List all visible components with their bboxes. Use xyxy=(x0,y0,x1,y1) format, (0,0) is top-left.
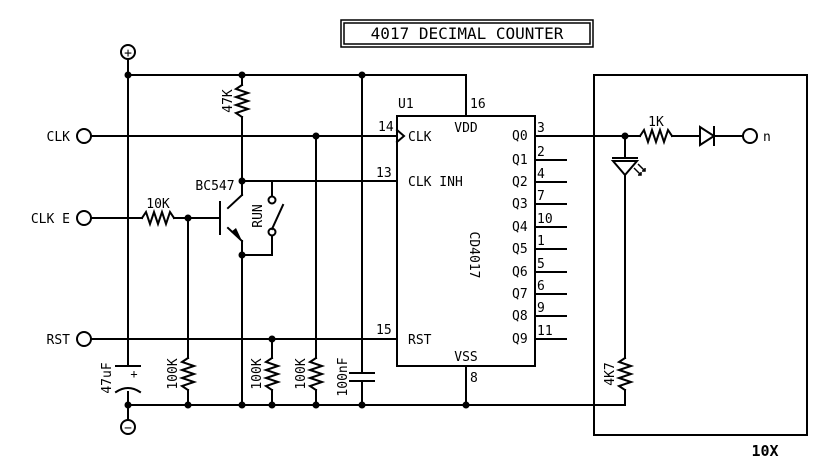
ic-pin-vdd: 16 xyxy=(470,97,486,112)
output-terminal: n xyxy=(742,128,771,145)
ic-pin-rst: 15 xyxy=(376,323,392,338)
diode xyxy=(699,125,716,147)
resistor-1k: 1K xyxy=(638,115,674,146)
ic-ref: U1 xyxy=(398,97,414,112)
ic-part-label: CD4017 xyxy=(466,232,481,279)
output-module-box: 10X xyxy=(593,74,808,460)
positive-supply: + xyxy=(120,44,136,61)
module-multiplier-label: 10X xyxy=(751,442,778,460)
capacitor-47uf-polarity: + xyxy=(130,367,137,381)
ic-cd4017: U1 16 VDD CLK 14 CLK INH 13 RST 15 VSS 8… xyxy=(376,97,553,386)
resistor-100k-b-label: 100K xyxy=(250,358,265,389)
output-q0-name: Q0 xyxy=(512,129,528,144)
led xyxy=(610,157,646,177)
output-q9-name: Q9 xyxy=(512,332,528,347)
ic-vdd-label: VDD xyxy=(454,121,478,136)
output-q7-name: Q7 xyxy=(512,287,528,302)
positive-symbol: + xyxy=(124,46,132,61)
resistor-1k-label: 1K xyxy=(648,115,664,130)
ic-pin-clk-inh: 13 xyxy=(376,166,392,181)
negative-symbol: − xyxy=(124,421,132,436)
output-terminal-label: n xyxy=(763,130,771,145)
resistor-4k7-label: 4K7 xyxy=(603,362,618,385)
resistor-100k-c-label: 100K xyxy=(294,358,309,389)
rst-input: RST xyxy=(47,331,92,348)
output-q4-pin: 10 xyxy=(537,212,553,227)
output-q8-name: Q8 xyxy=(512,309,528,324)
rst-input-label: RST xyxy=(47,333,71,348)
run-switch-label: RUN xyxy=(251,204,266,227)
output-q0-pin: 3 xyxy=(537,121,545,136)
transistor-label: BC547 xyxy=(195,179,234,194)
ic-pin-vss: 8 xyxy=(470,371,478,386)
capacitor-47uf-label: 47uF xyxy=(100,362,115,393)
ic-outputs: Q0 3 Q1 2 Q2 4 Q3 7 Q4 10 Q5 1 Q6 5 Q7 6… xyxy=(512,121,553,347)
output-q5-pin: 1 xyxy=(537,234,545,249)
negative-supply: − xyxy=(120,419,136,436)
output-q3-name: Q3 xyxy=(512,197,528,212)
resistor-10k-label: 10K xyxy=(146,197,170,212)
output-q9-pin: 11 xyxy=(537,324,553,339)
resistor-100k-c: 100K xyxy=(294,356,326,392)
output-q5-name: Q5 xyxy=(512,242,528,257)
diagram-title: 4017 DECIMAL COUNTER xyxy=(371,24,564,43)
transistor-bc547: BC547 xyxy=(195,179,242,241)
output-q7-pin: 6 xyxy=(537,279,545,294)
clk-e-input-label: CLK E xyxy=(31,212,70,227)
output-q1-pin: 2 xyxy=(537,145,545,160)
resistor-4k7: 4K7 xyxy=(603,356,635,392)
clk-input: CLK xyxy=(47,128,92,145)
capacitor-47uf: + 47uF xyxy=(100,362,142,394)
output-q3-pin: 7 xyxy=(537,189,545,204)
output-q2-name: Q2 xyxy=(512,175,528,190)
output-q1-name: Q1 xyxy=(512,153,528,168)
output-q6-pin: 5 xyxy=(537,257,545,272)
ic-pin-clk: 14 xyxy=(378,120,394,135)
ic-clk-inh-label: CLK INH xyxy=(408,175,463,190)
ic-clk-label: CLK xyxy=(408,130,432,145)
output-q8-pin: 9 xyxy=(537,301,545,316)
ic-rst-label: RST xyxy=(408,333,432,348)
capacitor-100nf-label: 100nF xyxy=(336,357,351,396)
capacitor-100nf: 100nF xyxy=(336,357,375,397)
resistor-47k-label: 47K xyxy=(221,89,236,113)
wires xyxy=(91,59,743,420)
resistor-100k-b: 100K xyxy=(250,356,282,392)
resistor-100k-a-label: 100K xyxy=(166,358,181,389)
resistor-100k-a: 100K xyxy=(166,356,198,392)
ic-vss-label: VSS xyxy=(454,350,477,365)
title-box: 4017 DECIMAL COUNTER xyxy=(340,19,594,48)
resistor-47k: 47K xyxy=(221,83,252,119)
output-q4-name: Q4 xyxy=(512,220,528,235)
clk-input-label: CLK xyxy=(47,130,71,145)
output-q6-name: Q6 xyxy=(512,265,528,280)
clk-e-input: CLK E xyxy=(31,210,92,227)
output-q2-pin: 4 xyxy=(537,167,545,182)
junctions xyxy=(124,71,629,409)
resistor-10k: 10K xyxy=(140,197,176,228)
run-switch: RUN xyxy=(251,195,285,237)
